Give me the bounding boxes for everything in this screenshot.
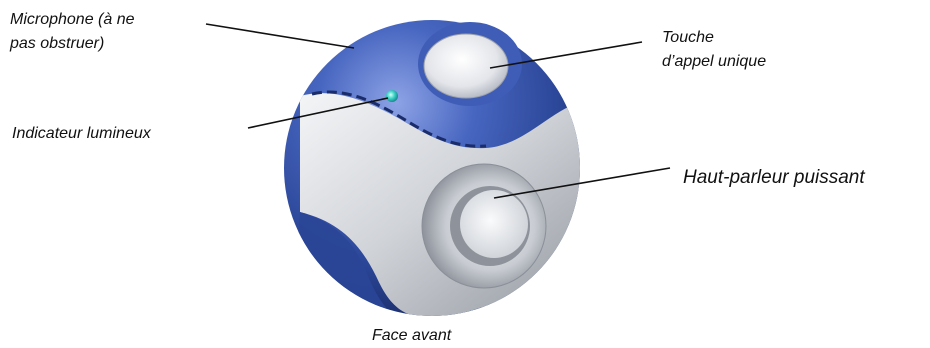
leader-line-haut-parleur [494, 168, 670, 198]
leader-line-touche [490, 42, 642, 68]
label-touche-line1: Touche [662, 26, 766, 50]
leader-line-microphone [206, 24, 354, 48]
label-touche: Touche d’appel unique [662, 26, 766, 74]
label-microphone: Microphone (à ne pas obstruer) [10, 8, 135, 56]
leader-line-indicateur [248, 98, 388, 128]
label-indicateur: Indicateur lumineux [12, 124, 151, 144]
caption-face-avant: Face avant [372, 326, 451, 346]
label-microphone-line2: pas obstruer) [10, 32, 135, 56]
label-haut-parleur: Haut-parleur puissant [683, 166, 865, 190]
label-microphone-line1: Microphone (à ne [10, 8, 135, 32]
label-touche-line2: d’appel unique [662, 50, 766, 74]
